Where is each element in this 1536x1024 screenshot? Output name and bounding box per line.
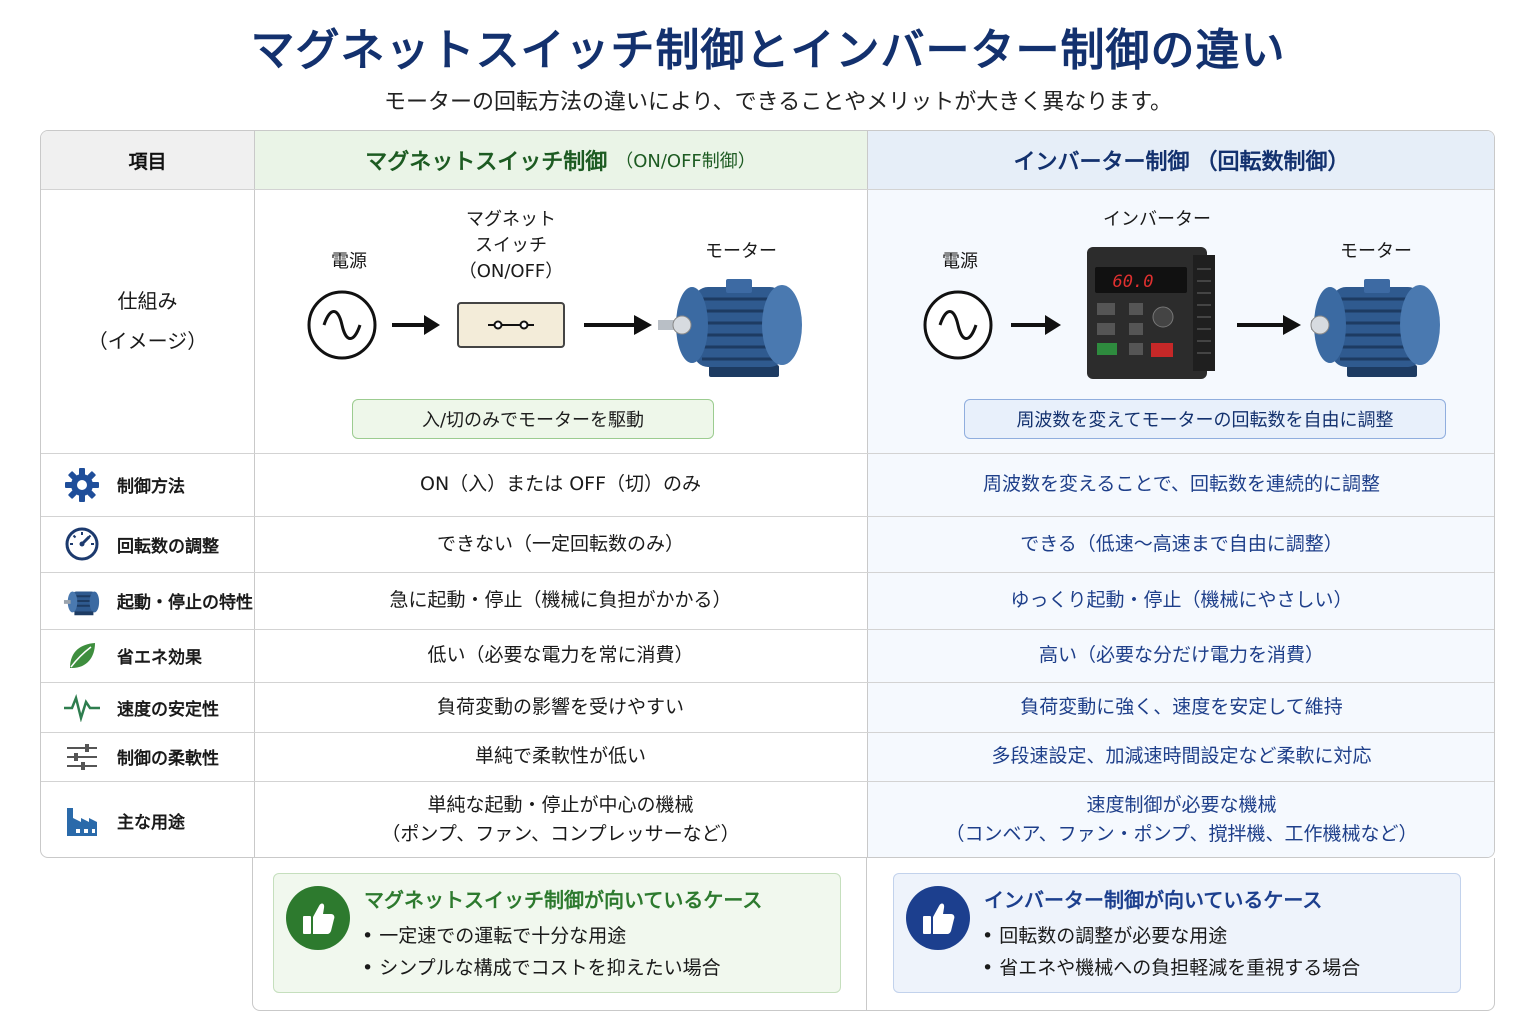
inverter-case-list: 回転数の調整が必要な用途 省エネや機械への負担軽減を重視する場合 xyxy=(982,920,1360,984)
row-label-speed-stability: 速度の安定性 xyxy=(41,682,254,732)
header-magnet: マグネットスイッチ制御 （ON/OFF制御） xyxy=(254,131,867,189)
arrow-icon xyxy=(392,315,440,335)
row-inverter-speed-adjust: できる（低速〜高速まで自由に調整） xyxy=(867,516,1494,572)
divider xyxy=(41,682,1494,683)
inverter-motor-label: モーター xyxy=(1340,241,1412,262)
svg-text:60.0: 60.0 xyxy=(1113,272,1154,292)
page-title: マグネットスイッチ制御とインバーター制御の違い xyxy=(250,25,1286,76)
divider xyxy=(41,572,1494,573)
row-label-speed-adjust: 回転数の調整 xyxy=(41,516,254,572)
magnet-case-card: マグネットスイッチ制御が向いているケース 一定速での運転で十分な用途 シンプルな… xyxy=(273,873,841,993)
inverter-diagram: 電源 インバーター モーター 60.0 xyxy=(867,189,1494,453)
speedometer-icon xyxy=(63,525,101,563)
divider xyxy=(866,858,867,1011)
list-item: 回転数の調整が必要な用途 xyxy=(982,920,1360,952)
magnet-power-label: 電源 xyxy=(331,251,367,272)
row-inverter-energy: 高い（必要な分だけ電力を消費） xyxy=(867,629,1494,682)
row-magnet-usage-line2: （ポンプ、ファン、コンプレッサーなど） xyxy=(381,823,740,845)
row-magnet-control-method: ON（入）または OFF（切）のみ xyxy=(419,473,702,495)
motor-icon xyxy=(1310,279,1440,377)
divider xyxy=(41,189,1494,190)
magnet-caption: 入/切のみでモーターを駆動 xyxy=(352,399,714,439)
row-label-usage: 主な用途 xyxy=(41,781,254,857)
header-magnet-title: マグネットスイッチ制御 xyxy=(365,150,608,175)
divider xyxy=(254,131,255,857)
row-inverter-flexibility: 多段速設定、加減速時間設定など柔軟に対応 xyxy=(867,732,1494,781)
inverter-power-label: 電源 xyxy=(942,251,978,272)
thumbs-up-icon xyxy=(286,886,350,950)
header-magnet-sub: （ON/OFF制御） xyxy=(615,151,756,172)
comparison-table: 項目 マグネットスイッチ制御 （ON/OFF制御） インバーター制御 （回転数制… xyxy=(40,130,1495,858)
row-label-flexibility: 制御の柔軟性 xyxy=(41,732,254,781)
header-inverter-sub: （回転数制御） xyxy=(1195,150,1350,175)
inverter-case-card: インバーター制御が向いているケース 回転数の調整が必要な用途 省エネや機械への負… xyxy=(893,873,1461,993)
mechanism-label-line2: （イメージ） xyxy=(87,329,208,353)
mechanism-label-line1: 仕組み xyxy=(117,289,178,313)
magnet-diagram: 電源 マグネット スイッチ （ON/OFF） モーター xyxy=(254,189,867,453)
inverter-device-icon: 60.0 xyxy=(1087,247,1215,379)
switch-box-icon xyxy=(457,302,565,348)
row-magnet-usage-line1: 単純な起動・停止が中心の機械 xyxy=(427,794,694,816)
ac-source-icon xyxy=(923,290,993,360)
row-label-start-stop: 起動・停止の特性 xyxy=(41,572,254,629)
divider xyxy=(41,516,1494,517)
header-item: 項目 xyxy=(41,131,254,189)
motor-icon xyxy=(658,279,802,377)
thumbs-up-icon xyxy=(906,886,970,950)
row-inverter-usage-line1: 速度制御が必要な機械 xyxy=(1086,794,1277,816)
row-label-energy: 省エネ効果 xyxy=(41,629,254,682)
inverter-diagram-graphic: 60.0 xyxy=(923,247,1440,379)
divider xyxy=(41,781,1494,782)
factory-icon xyxy=(63,801,101,839)
use-cases-section: マグネットスイッチ制御が向いているケース 一定速での運転で十分な用途 シンプルな… xyxy=(252,858,1495,1011)
mechanism-label: 仕組み （イメージ） xyxy=(41,189,254,453)
row-magnet-energy: 低い（必要な電力を常に消費） xyxy=(427,644,694,666)
row-magnet-start-stop: 急に起動・停止（機械に負担がかかる） xyxy=(389,589,732,611)
row-magnet-speed-stability: 負荷変動の影響を受けやすい xyxy=(436,695,684,718)
arrow-icon xyxy=(1011,315,1061,335)
divider xyxy=(867,131,868,857)
magnet-switch-label: マグネット スイッチ （ON/OFF） xyxy=(458,209,564,282)
row-inverter-speed-stability: 負荷変動に強く、速度を安定して維持 xyxy=(867,682,1494,732)
row-magnet-usage: 単純な起動・停止が中心の機械 （ポンプ、ファン、コンプレッサーなど） xyxy=(254,781,867,857)
magnet-motor-label: モーター xyxy=(705,241,777,262)
divider xyxy=(41,629,1494,630)
motor-icon xyxy=(63,582,101,620)
magnet-case-list: 一定速での運転で十分な用途 シンプルな構成でコストを抑えたい場合 xyxy=(362,920,721,984)
page-subtitle: モーターの回転方法の違いにより、できることやメリットが大きく異なります。 xyxy=(383,90,1173,115)
header-inverter-title: インバーター制御 xyxy=(1013,150,1190,175)
sliders-icon xyxy=(63,738,101,776)
list-item: シンプルな構成でコストを抑えたい場合 xyxy=(362,952,720,984)
row-inverter-usage: 速度制御が必要な機械 （コンベア、ファン・ポンプ、撹拌機、工作機械など） xyxy=(867,781,1494,857)
ac-source-icon xyxy=(307,290,377,360)
magnet-diagram-graphic xyxy=(307,279,802,377)
row-label-control-method: 制御方法 xyxy=(41,453,254,516)
gear-icon xyxy=(63,466,101,504)
inverter-device-label: インバーター xyxy=(1103,209,1211,230)
pulse-icon xyxy=(63,688,101,726)
row-magnet-speed-adjust: できない（一定回転数のみ） xyxy=(436,532,684,555)
header-inverter: インバーター制御 （回転数制御） xyxy=(867,131,1494,189)
list-item: 一定速での運転で十分な用途 xyxy=(362,920,721,952)
arrow-icon xyxy=(584,315,652,335)
arrow-icon xyxy=(1237,315,1301,335)
row-inverter-usage-line2: （コンベア、ファン・ポンプ、撹拌機、工作機械など） xyxy=(945,823,1418,845)
inverter-case-title: インバーター制御が向いているケース xyxy=(984,888,1323,912)
divider xyxy=(41,453,1494,454)
magnet-case-title: マグネットスイッチ制御が向いているケース xyxy=(364,888,763,912)
list-item: 省エネや機械への負担軽減を重視する場合 xyxy=(982,952,1360,984)
divider xyxy=(41,732,1494,733)
row-inverter-control-method: 周波数を変えることで、回転数を連続的に調整 xyxy=(867,453,1494,516)
row-inverter-start-stop: ゆっくり起動・停止（機械にやさしい） xyxy=(867,572,1494,629)
leaf-icon xyxy=(63,637,101,675)
inverter-caption: 周波数を変えてモーターの回転数を自由に調整 xyxy=(964,399,1446,439)
row-magnet-flexibility: 単純で柔軟性が低い xyxy=(474,745,646,767)
